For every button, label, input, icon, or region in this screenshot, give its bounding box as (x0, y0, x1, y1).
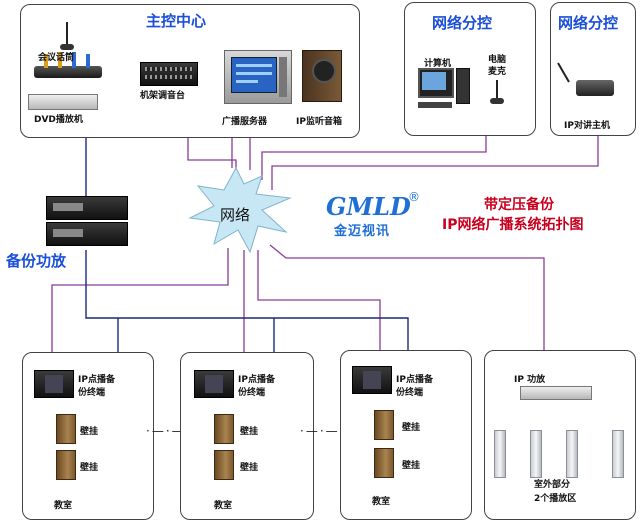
classroom-label-2: 教室 (214, 501, 233, 511)
ip-intercom-icon (557, 60, 616, 100)
pc-mic-icon (490, 80, 504, 106)
branch-left-title: 网络分控 (432, 14, 493, 32)
wall-speaker-icon-2b (214, 450, 234, 480)
ellipsis-2: ·—·—· (300, 424, 346, 438)
ip-amp-label: IP 功放 (514, 375, 546, 385)
wire-main-center-network (187, 134, 237, 178)
dvd-player-icon (28, 94, 98, 110)
wire-network-outdoor (269, 244, 545, 350)
outdoor-speaker-icon-1 (494, 430, 506, 478)
ip-monitor-speaker-label: IP监听音箱 (296, 117, 342, 127)
classroom-label-1: 教室 (54, 501, 73, 511)
outdoor-box (484, 350, 636, 520)
outdoor-zone-label: 室外部分 2个播放区 (534, 480, 577, 504)
wall-speaker-label-2a: 壁挂 (240, 427, 259, 437)
wall-speaker-label-1a: 壁挂 (80, 427, 99, 437)
wall-speaker-icon-1b (56, 450, 76, 480)
rack-mixer-icon (140, 62, 198, 86)
wire-network-classroom-1 (51, 248, 229, 352)
brand-logo-cn: 金迈视讯 (334, 224, 391, 239)
dvd-player-label: DVD播放机 (34, 115, 83, 125)
registered-mark: ® (408, 190, 420, 204)
brand-logo: GMLD (326, 192, 411, 221)
conference-mic-icon (34, 52, 102, 78)
wall-speaker-icon-3b (374, 448, 394, 478)
wire-branch-left-network (261, 136, 487, 180)
backup-amp-icon-1 (46, 196, 128, 220)
pc-mic-label: 电脑 麦克 (488, 55, 507, 77)
computer-label: 计算机 (424, 59, 452, 69)
rack-mixer-label: 机架调音台 (140, 91, 186, 101)
ip-amp-icon (520, 386, 592, 400)
ip-terminal-label-2: IP点播备 份终端 (238, 375, 275, 398)
wall-speaker-label-3a: 壁挂 (402, 423, 421, 433)
ip-monitor-speaker-icon (302, 50, 342, 102)
ip-terminal-icon-1 (34, 370, 74, 398)
wall-speaker-label-3b: 壁挂 (402, 461, 421, 471)
wall-speaker-icon-1a (56, 414, 76, 444)
outdoor-speaker-icon-3 (566, 430, 578, 478)
branch-right-box (550, 2, 636, 136)
wire-branch-right-network (271, 136, 599, 190)
diagram-title-line2: IP网络广播系统拓扑图 (442, 217, 584, 233)
branch-right-title: 网络分控 (558, 14, 619, 32)
outdoor-speaker-icon-2 (530, 430, 542, 478)
computer-icon (418, 68, 470, 112)
ip-terminal-icon-3 (352, 366, 392, 394)
outdoor-speaker-icon-4 (612, 430, 624, 478)
backup-amp-icon-2 (46, 222, 128, 246)
wall-speaker-icon-3a (374, 410, 394, 440)
diagram-title-line1: 带定压备份 (484, 197, 554, 213)
wire-backup-amp-bus (85, 250, 409, 352)
conference-mic-label: 会议话筒 (38, 53, 75, 63)
broadcast-server-icon (224, 50, 292, 104)
wire-network-classroom-3 (257, 250, 381, 352)
ip-terminal-icon-2 (194, 370, 234, 398)
broadcast-server-label: 广播服务器 (222, 117, 268, 127)
wall-speaker-label-1b: 壁挂 (80, 463, 99, 473)
network-cloud (188, 166, 292, 254)
ip-terminal-label-1: IP点播备 份终端 (78, 375, 115, 398)
ip-terminal-label-3: IP点播备 份终端 (396, 375, 433, 398)
backup-amp-label: 备份功放 (6, 252, 67, 270)
classroom-label-3: 教室 (372, 497, 391, 507)
ip-intercom-label: IP对讲主机 (564, 121, 610, 131)
wall-speaker-label-2b: 壁挂 (240, 463, 259, 473)
wall-speaker-icon-2a (214, 414, 234, 444)
gooseneck-mic-icon (60, 22, 74, 52)
main-center-title: 主控中心 (146, 12, 207, 30)
network-label: 网络 (220, 206, 251, 224)
ellipsis-1: ·—·—· (146, 424, 192, 438)
